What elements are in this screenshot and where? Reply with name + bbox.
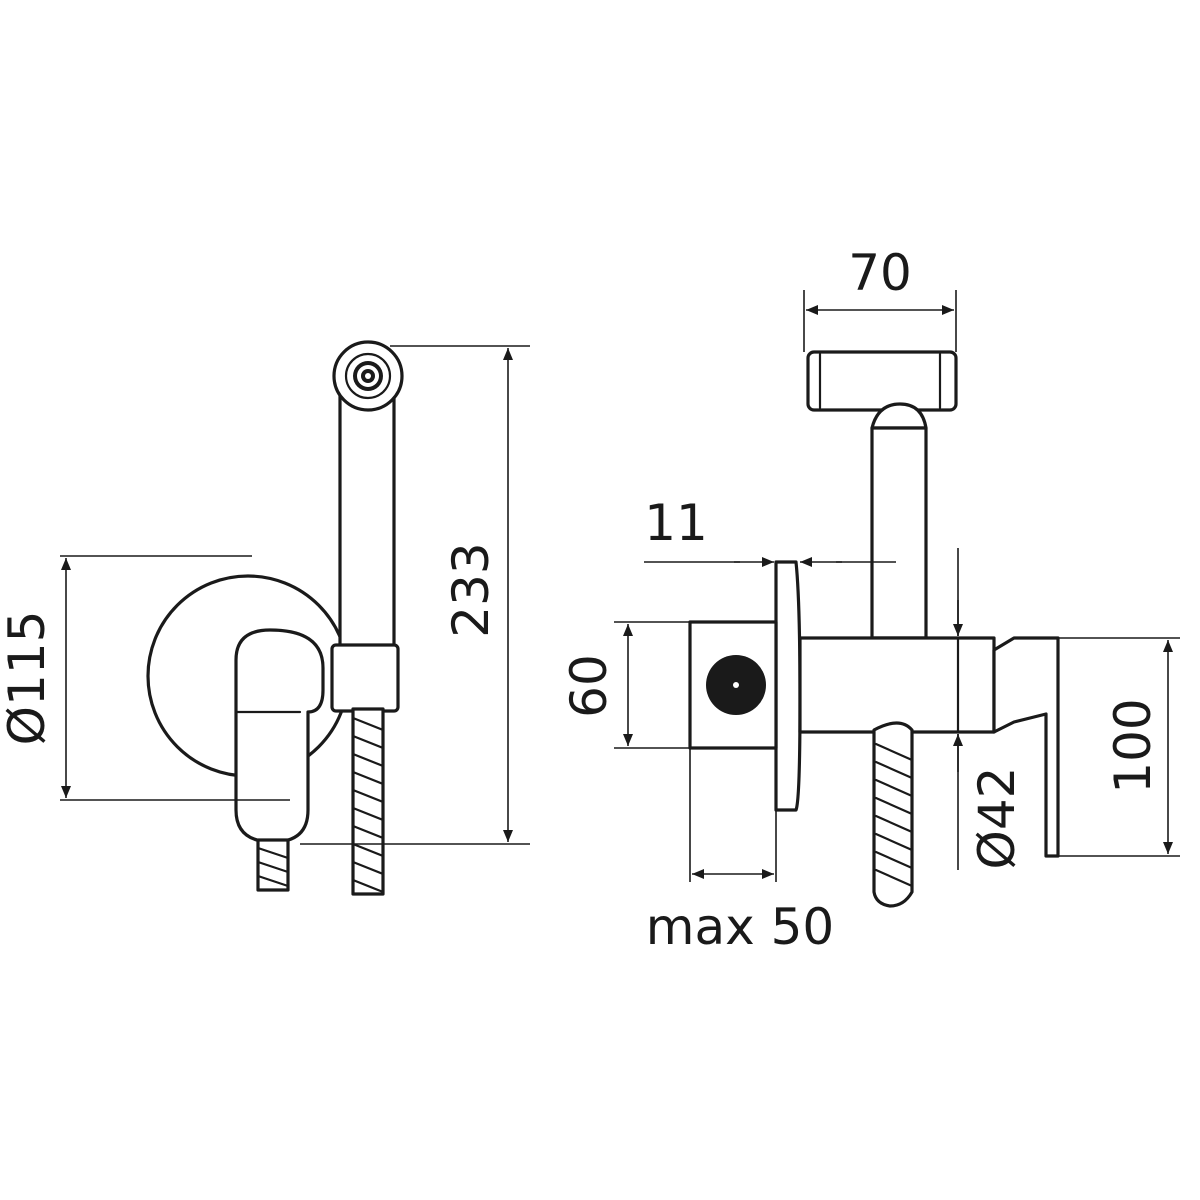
dim-label-max-50: max 50 (646, 898, 834, 956)
handset-stem-side (870, 426, 928, 640)
handset-holder-side (992, 636, 1060, 858)
dim-label-70: 70 (848, 244, 912, 302)
spray-face-icon (344, 352, 392, 400)
valve-body-front (798, 636, 996, 734)
handset-stem (338, 388, 396, 652)
side-view (688, 350, 1060, 908)
hose-stub (256, 838, 290, 892)
hose-front (351, 707, 385, 896)
hose-side (872, 721, 914, 908)
dim-label-diameter-115: Ø115 (0, 611, 56, 746)
dim-label-100: 100 (1104, 698, 1162, 793)
front-view (146, 340, 404, 896)
dim-label-60: 60 (560, 654, 618, 718)
dim-label-233: 233 (442, 542, 500, 637)
wall-plate (774, 560, 802, 812)
dim-label-11: 11 (644, 494, 708, 552)
dimension-lines (60, 290, 1180, 882)
handset-holder (330, 643, 400, 713)
handset-head-side (806, 350, 958, 412)
dim-label-diameter-42: Ø42 (968, 767, 1026, 870)
